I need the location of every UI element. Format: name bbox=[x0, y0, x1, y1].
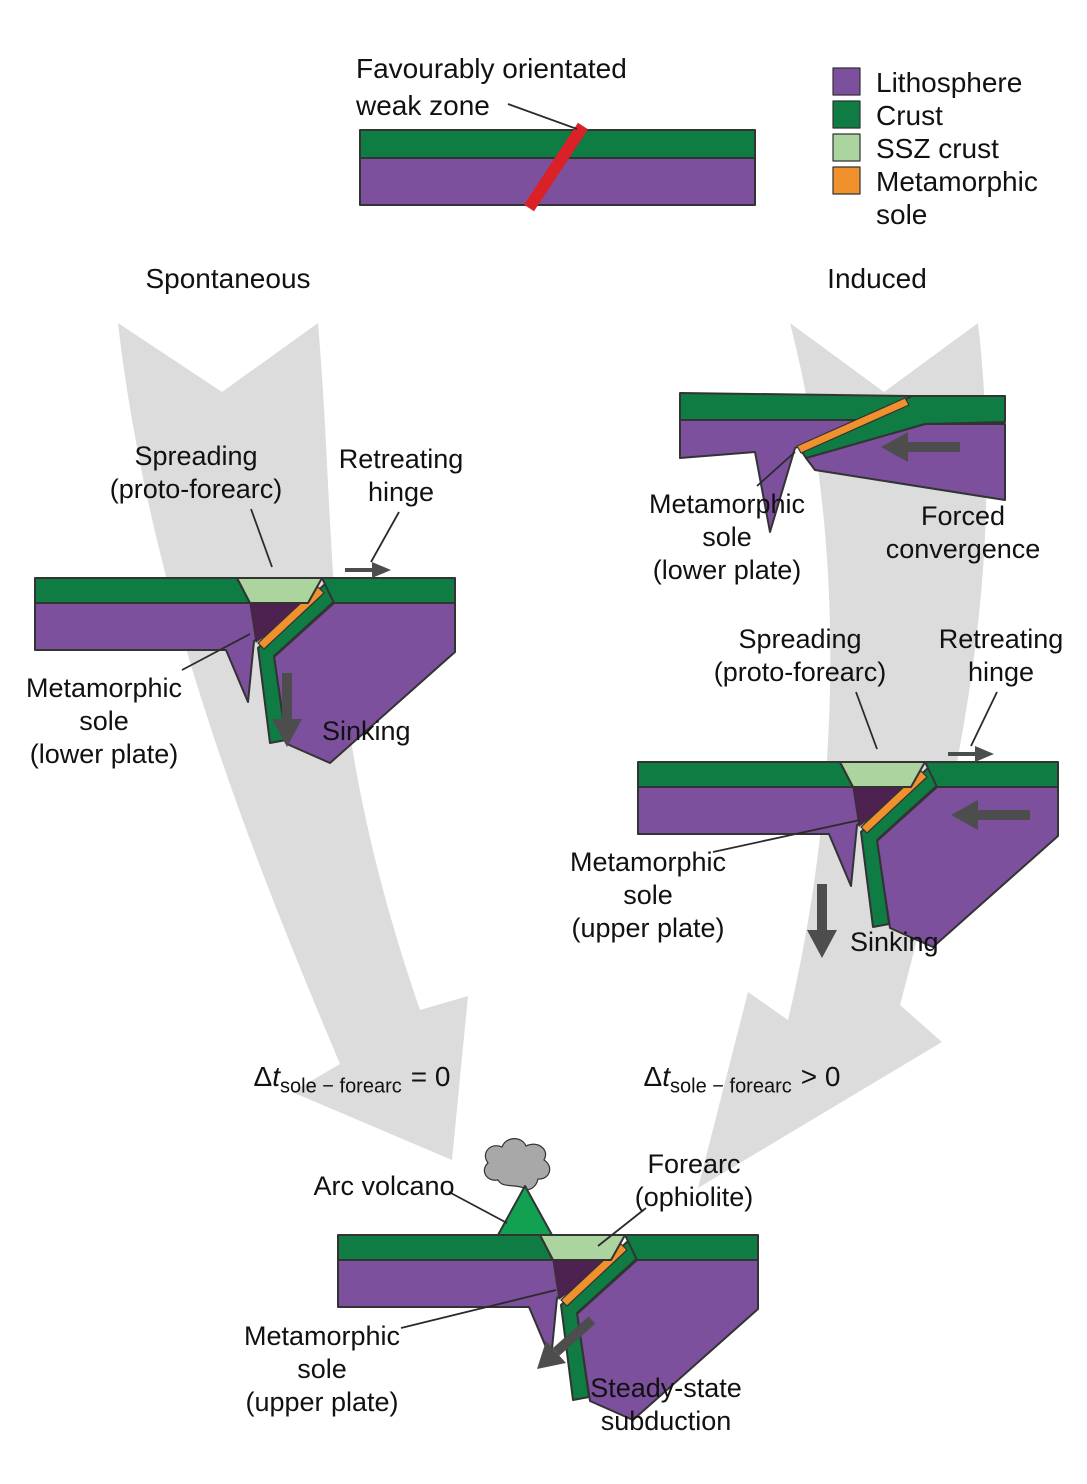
legend-label-ssz-crust: SSZ crust bbox=[876, 133, 999, 164]
subduction-arrow-head bbox=[537, 1341, 566, 1369]
legend-swatches bbox=[832, 67, 861, 195]
spontaneous-hinge-pointer bbox=[370, 511, 400, 563]
spontaneous-sinking-label: Sinking bbox=[322, 716, 411, 746]
stage2-sole-pointer bbox=[712, 819, 861, 853]
spontaneous-spreading-label: Spreading (proto-forearc) bbox=[109, 441, 283, 504]
induced-stage1-diagram bbox=[679, 392, 1006, 533]
subduction-arrow-shaft bbox=[552, 1316, 596, 1356]
stage2-spreading-pointer bbox=[855, 691, 878, 750]
legend-label-crust: Crust bbox=[876, 100, 943, 131]
steady-sole-pointer bbox=[400, 1289, 557, 1329]
initial-lithosphere bbox=[359, 156, 756, 206]
steady-sole-label: Metamorphic sole (upper plate) bbox=[243, 1321, 401, 1417]
spontaneous-hinge-label: Retreating hinge bbox=[338, 444, 464, 507]
sinking-arrow-head bbox=[272, 719, 302, 747]
spontaneous-motion-arrows bbox=[272, 562, 391, 747]
stage2-hinge-pointer bbox=[970, 691, 998, 747]
weak-zone-line bbox=[523, 122, 589, 212]
weak-zone-pointer bbox=[507, 103, 578, 130]
initial-crust bbox=[359, 129, 756, 159]
retreating-hinge-arrow-head-2 bbox=[975, 746, 994, 762]
weak-zone-label: Favourably orientated weak zone bbox=[356, 53, 627, 121]
stage1-sole-pointer bbox=[756, 451, 796, 487]
stage2-sole-label: Metamorphic sole (upper plate) bbox=[569, 847, 727, 943]
legend-swatch-ssz-crust bbox=[832, 133, 861, 162]
spontaneous-sole-label: Metamorphic sole (lower plate) bbox=[25, 673, 183, 769]
spontaneous-sole-pointer bbox=[181, 633, 251, 671]
arc-volcano-label: Arc volcano bbox=[313, 1171, 455, 1201]
stage2-hinge-label: Retreating hinge bbox=[938, 624, 1064, 687]
convergence-arrow-head-2 bbox=[951, 800, 978, 830]
steady-state-label: Steady-state subduction bbox=[590, 1373, 742, 1436]
forearc-label: Forearc (ophiolite) bbox=[634, 1149, 754, 1212]
stage2-motion-arrows bbox=[807, 746, 1030, 958]
branch-title-spontaneous: Spontaneous bbox=[145, 263, 311, 294]
spontaneous-spreading-pointer bbox=[250, 508, 273, 568]
forearc-pointer bbox=[597, 1207, 647, 1247]
sinking-arrow-head-2 bbox=[807, 930, 837, 958]
stage2-spreading-label: Spreading (proto-forearc) bbox=[713, 624, 887, 687]
arc-volcano-pointer bbox=[448, 1191, 508, 1224]
stage1-motion-arrows bbox=[881, 432, 960, 462]
stage2-sinking-label: Sinking bbox=[850, 927, 939, 957]
legend-swatch-crust bbox=[832, 100, 861, 129]
delta-t-subscript-2: sole − forearc bbox=[670, 1075, 792, 1098]
arc-volcano-group bbox=[483, 1138, 553, 1236]
t-symbol-2: t bbox=[662, 1061, 671, 1092]
delta-t-right: Δtsole − forearc > 0 bbox=[643, 1060, 841, 1097]
delta-symbol: Δ bbox=[253, 1061, 273, 1092]
retreating-hinge-arrow-head bbox=[372, 562, 391, 578]
delta-t-left-value: = 0 bbox=[410, 1061, 451, 1092]
delta-t-right-value: > 0 bbox=[800, 1061, 841, 1092]
branch-title-induced: Induced bbox=[827, 263, 927, 294]
t-symbol: t bbox=[272, 1061, 281, 1092]
legend-swatch-lithosphere bbox=[832, 67, 861, 96]
volcano-cone bbox=[497, 1185, 553, 1236]
s1-metamorphic-sole-band bbox=[796, 397, 910, 454]
volcano-smoke bbox=[483, 1138, 551, 1191]
pointer-lines bbox=[181, 103, 998, 1329]
stage1-forced-convergence-label: Forced convergence bbox=[885, 501, 1041, 564]
flow-arrow-induced bbox=[698, 323, 987, 1188]
steady-state-motion-arrows bbox=[537, 1316, 596, 1369]
delta-symbol-2: Δ bbox=[643, 1061, 663, 1092]
legend-swatch-metamorphic-sole bbox=[832, 166, 861, 195]
legend-label-lithosphere: Lithosphere bbox=[876, 67, 1023, 98]
initial-block-diagram bbox=[359, 122, 756, 212]
delta-t-left: Δtsole − forearc = 0 bbox=[253, 1060, 451, 1097]
forced-convergence-arrow-head bbox=[881, 432, 908, 462]
delta-t-subscript: sole − forearc bbox=[280, 1075, 402, 1098]
legend-label-metamorphic-sole: Metamorphic sole bbox=[876, 166, 1038, 230]
stage1-sole-label: Metamorphic sole (lower plate) bbox=[648, 489, 806, 585]
